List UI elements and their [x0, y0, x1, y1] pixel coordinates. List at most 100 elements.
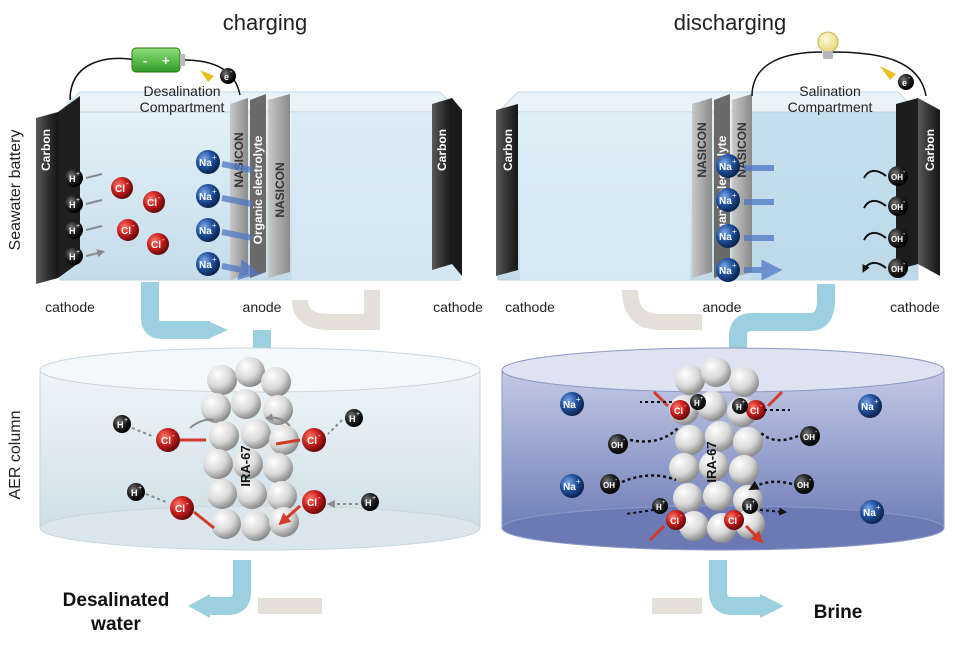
oh-ion: OH- — [888, 196, 908, 216]
svg-text:OH: OH — [891, 203, 903, 212]
svg-text:+: + — [372, 495, 376, 502]
svg-text:-: - — [162, 235, 165, 244]
svg-text:-: - — [172, 431, 175, 440]
svg-text:H: H — [69, 174, 76, 184]
cl-ion: Cl- — [670, 400, 690, 420]
right-wire — [751, 51, 823, 97]
svg-text:-: - — [623, 437, 626, 444]
right-cl-release-arrows — [648, 390, 784, 540]
brine-outlet-pipe — [709, 560, 762, 615]
left-organic-electrolyte — [250, 94, 266, 278]
svg-text:H: H — [69, 226, 76, 236]
svg-text:Cl: Cl — [115, 184, 125, 195]
cl-ion: Cl- — [117, 219, 139, 241]
left-battery: Carbon NASICON Organic electrolyte NASIC… — [36, 47, 483, 315]
svg-text:Cl: Cl — [151, 240, 161, 251]
svg-text:H: H — [349, 414, 356, 424]
svg-text:H: H — [656, 503, 662, 512]
svg-text:-: - — [684, 403, 687, 410]
desalinated-label-2: water — [90, 614, 141, 635]
svg-text:+: + — [576, 477, 581, 486]
h-ion: H+ — [345, 409, 363, 427]
svg-text:+: + — [76, 171, 80, 178]
desalinated-outlet-pipe — [208, 560, 251, 615]
svg-text:Na: Na — [199, 260, 212, 271]
na-arrows-right — [744, 165, 774, 270]
oh-ion: OH- — [888, 258, 908, 278]
svg-text:Cl: Cl — [750, 406, 759, 416]
svg-text:-: - — [132, 221, 135, 230]
svg-text:+: + — [212, 153, 217, 162]
cl-ion: Cl- — [302, 428, 326, 452]
left-anode-label: anode — [243, 299, 282, 315]
side-label-aer: AER column — [7, 411, 24, 500]
svg-text:+: + — [212, 221, 217, 230]
left-cathode-label: cathode — [45, 299, 95, 315]
left-carbon-label-right: Carbon — [435, 129, 449, 171]
side-label-battery: Seawater battery — [7, 130, 24, 251]
svg-text:Na: Na — [861, 402, 874, 413]
svg-text:-: - — [126, 179, 129, 188]
svg-text:+: + — [752, 500, 756, 506]
h-ion: H+ — [127, 483, 145, 501]
desalinated-label-1: Desalinated — [63, 590, 170, 611]
left-nasicon-1 — [230, 98, 248, 280]
svg-text:Na: Na — [199, 226, 212, 237]
right-aer-column: IRA-67 Na+ Na+ Na+ Na+ OH- OH- OH- OH- C… — [501, 347, 945, 551]
na-ion: Na+ — [560, 474, 584, 498]
svg-text:-: - — [318, 493, 321, 502]
svg-text:+: + — [76, 223, 80, 230]
svg-text:H: H — [117, 420, 124, 430]
svg-text:+: + — [732, 227, 737, 236]
na-ion: Na+ — [196, 184, 220, 208]
svg-text:+: + — [732, 261, 737, 270]
oh-ion: OH- — [888, 228, 908, 248]
oh-ion: OH- — [608, 434, 628, 454]
right-carbon-electrode — [918, 98, 940, 276]
svg-text:+: + — [732, 157, 737, 166]
oh-ion: OH- — [888, 166, 908, 186]
svg-text:H: H — [365, 498, 372, 508]
h-arrows — [85, 173, 102, 256]
svg-text:+: + — [732, 191, 737, 200]
h-ion: H+ — [742, 498, 758, 514]
svg-text:Na: Na — [719, 266, 732, 277]
cl-ion: Cl- — [156, 428, 180, 452]
svg-text:-: - — [903, 169, 906, 176]
cl-ion: Cl- — [147, 233, 169, 255]
svg-text:+: + — [742, 400, 746, 406]
right-resin-label: IRA-67 — [704, 441, 719, 482]
svg-text:Na: Na — [863, 508, 876, 519]
electron-right: e - — [880, 66, 914, 90]
left-wire — [69, 57, 136, 101]
desalination-label-1: Desalination — [143, 83, 220, 99]
cl-ion: Cl- — [170, 496, 194, 520]
na-ion: Na+ — [196, 252, 220, 276]
svg-text:e: e — [902, 78, 907, 88]
right-carbon-label-left: Carbon — [501, 129, 515, 171]
svg-text:+: + — [212, 187, 217, 196]
left-nasicon-label-2: NASICON — [273, 162, 287, 217]
right-h-dashed-arrows — [625, 401, 790, 514]
svg-text:-: - — [809, 477, 812, 484]
svg-text:-: - — [903, 231, 906, 238]
svg-text:Na: Na — [719, 196, 732, 207]
svg-text:OH: OH — [603, 481, 615, 490]
right-battery: Carbon NASICON Organic electrolyte NASIC… — [496, 31, 940, 315]
svg-text:Cl: Cl — [161, 436, 171, 447]
svg-text:+: + — [662, 500, 666, 506]
left-carbon-electrode-right — [432, 98, 452, 270]
svg-text:Na: Na — [719, 162, 732, 173]
svg-text:Na: Na — [199, 192, 212, 203]
na-ion: Na+ — [196, 218, 220, 242]
svg-text:Cl: Cl — [121, 226, 131, 237]
left-nasicon-2 — [268, 94, 290, 278]
svg-text:Cl: Cl — [147, 198, 157, 209]
left-carbon-label: Carbon — [39, 129, 53, 171]
salination-region — [752, 112, 918, 280]
h-ion: H+ — [732, 398, 748, 414]
left-battery-ions: H+ H+ H+ H+ Cl- Cl- Cl- Cl- Na+ Na+ Na+ … — [65, 150, 252, 276]
right-pipe-out — [729, 284, 835, 362]
right-battery-ions: Na+ Na+ Na+ Na+ OH- OH- OH- OH- — [716, 154, 908, 282]
cl-ion: Cl- — [302, 490, 326, 514]
